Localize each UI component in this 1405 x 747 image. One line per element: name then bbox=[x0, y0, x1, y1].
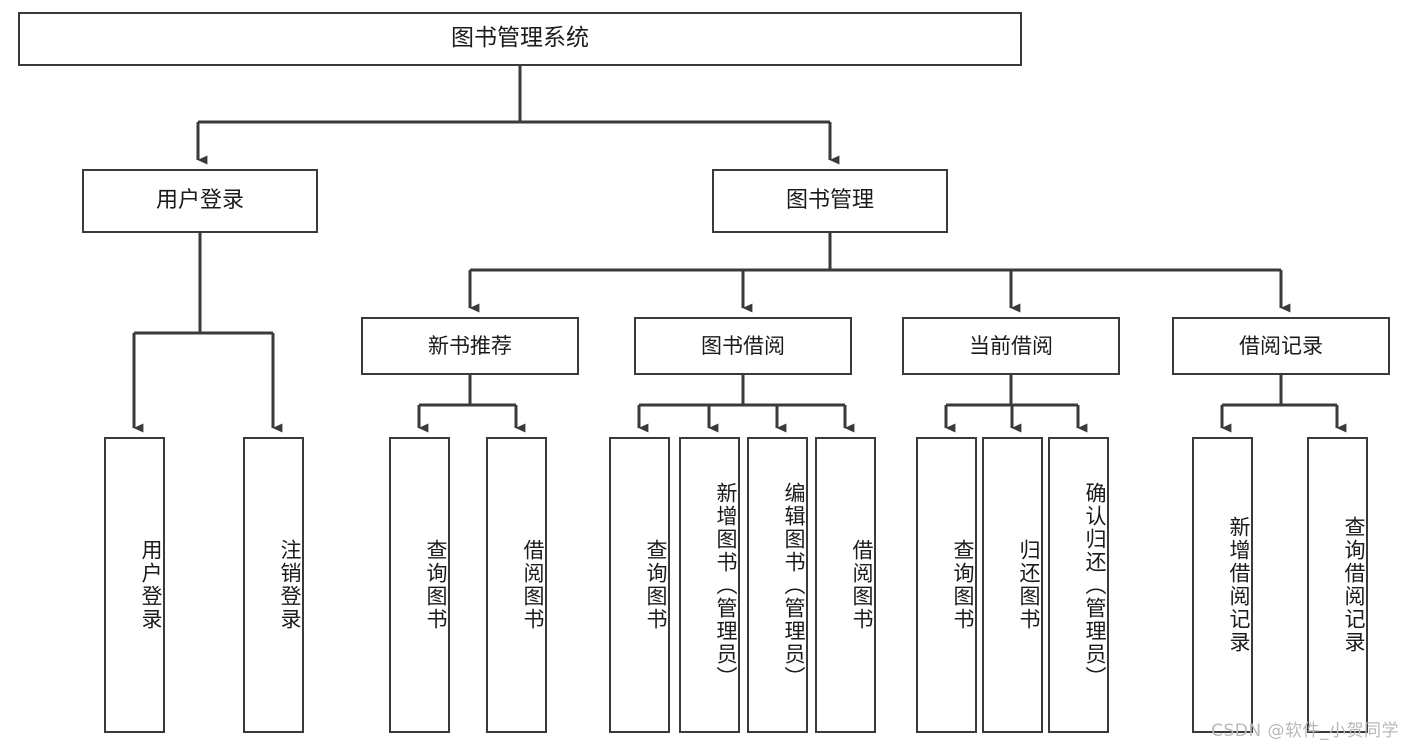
node-leaf-query-record-label: 查询借阅记录 bbox=[1342, 516, 1366, 654]
node-leaf-query-record[interactable]: 查询借阅记录 bbox=[1307, 437, 1368, 733]
node-leaf-query-book-3-label: 查询图书 bbox=[951, 539, 975, 631]
node-leaf-return-book[interactable]: 归还图书 bbox=[982, 437, 1043, 733]
node-leaf-borrow-book-2[interactable]: 借阅图书 bbox=[815, 437, 876, 733]
node-leaf-add-book[interactable]: 新增图书（管理员） bbox=[679, 437, 740, 733]
node-root[interactable]: 图书管理系统 bbox=[18, 12, 1022, 66]
node-book-borrow-label: 图书借阅 bbox=[701, 333, 785, 358]
node-leaf-edit-book-label: 编辑图书（管理员） bbox=[782, 481, 806, 689]
node-book-borrow[interactable]: 图书借阅 bbox=[634, 317, 852, 375]
node-leaf-borrow-book-1-label: 借阅图书 bbox=[521, 539, 545, 631]
node-leaf-query-book-2[interactable]: 查询图书 bbox=[609, 437, 670, 733]
node-borrow-record[interactable]: 借阅记录 bbox=[1172, 317, 1390, 375]
node-current-borrow[interactable]: 当前借阅 bbox=[902, 317, 1120, 375]
node-leaf-add-record[interactable]: 新增借阅记录 bbox=[1192, 437, 1253, 733]
node-leaf-return-book-label: 归还图书 bbox=[1017, 539, 1041, 631]
node-root-label: 图书管理系统 bbox=[451, 25, 589, 52]
node-leaf-confirm-return[interactable]: 确认归还（管理员） bbox=[1048, 437, 1109, 733]
node-borrow-record-label: 借阅记录 bbox=[1239, 333, 1323, 358]
node-leaf-user-login[interactable]: 用户登录 bbox=[104, 437, 165, 733]
node-leaf-add-record-label: 新增借阅记录 bbox=[1227, 516, 1251, 654]
node-current-borrow-label: 当前借阅 bbox=[969, 333, 1053, 358]
node-leaf-query-book-1-label: 查询图书 bbox=[424, 539, 448, 631]
node-book-manage[interactable]: 图书管理 bbox=[712, 169, 948, 233]
node-leaf-borrow-book-2-label: 借阅图书 bbox=[850, 539, 874, 631]
node-user-login[interactable]: 用户登录 bbox=[82, 169, 318, 233]
node-leaf-query-book-2-label: 查询图书 bbox=[644, 539, 668, 631]
node-new-book-rec[interactable]: 新书推荐 bbox=[361, 317, 579, 375]
node-leaf-query-book-3[interactable]: 查询图书 bbox=[916, 437, 977, 733]
node-leaf-confirm-return-label: 确认归还（管理员） bbox=[1083, 481, 1107, 689]
node-user-login-label: 用户登录 bbox=[155, 188, 244, 214]
node-new-book-rec-label: 新书推荐 bbox=[428, 333, 512, 358]
node-leaf-edit-book[interactable]: 编辑图书（管理员） bbox=[747, 437, 808, 733]
node-leaf-add-book-label: 新增图书（管理员） bbox=[714, 481, 738, 689]
node-leaf-borrow-book-1[interactable]: 借阅图书 bbox=[486, 437, 547, 733]
node-leaf-user-logout[interactable]: 注销登录 bbox=[243, 437, 304, 733]
node-book-manage-label: 图书管理 bbox=[785, 188, 874, 214]
watermark-text: CSDN @软件_小贺同学 bbox=[1211, 721, 1399, 741]
node-leaf-user-login-label: 用户登录 bbox=[139, 539, 163, 631]
node-leaf-query-book-1[interactable]: 查询图书 bbox=[389, 437, 450, 733]
node-leaf-user-logout-label: 注销登录 bbox=[278, 539, 302, 631]
